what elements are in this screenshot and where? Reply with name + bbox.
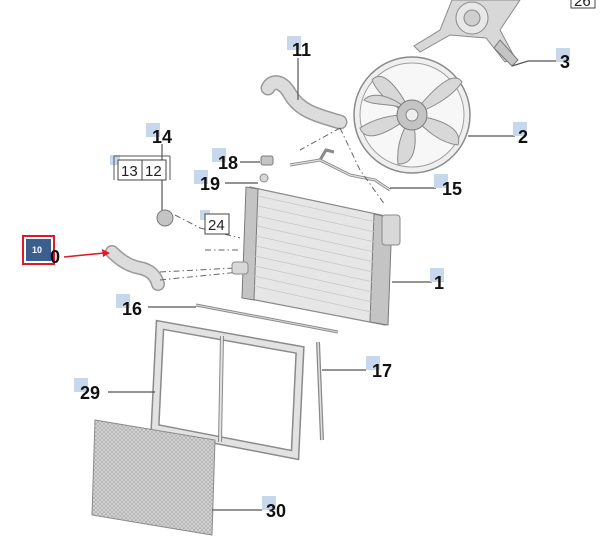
callout-1-label: 1 [434, 273, 444, 293]
callout-15-label: 15 [442, 179, 462, 199]
selection-arrow [63, 249, 110, 258]
callout-29[interactable]: 29 [74, 378, 100, 403]
clip-part-18 [260, 155, 274, 166]
callout-2-label: 2 [518, 127, 528, 147]
callout-12[interactable]: 12 [141, 159, 167, 181]
cap-part-14 [156, 209, 174, 227]
radiator-part-1 [231, 186, 401, 326]
callout-3-label: 3 [560, 52, 570, 72]
callout-24-label: 24 [208, 217, 225, 234]
callout-11-label: 11 [292, 40, 311, 60]
callout-14-label: 14 [152, 127, 172, 147]
callout-13-label: 13 [121, 163, 138, 180]
callout-26-label: 26 [574, 0, 591, 10]
callout-15[interactable]: 15 [434, 174, 462, 199]
grille-screen-part-30 [91, 419, 216, 536]
callout-19[interactable]: 19 [194, 170, 220, 194]
side-seal-part-17 [316, 341, 324, 441]
leader-lines [108, 58, 558, 511]
callout-30-label: 30 [266, 501, 286, 521]
callout-17-label: 17 [372, 361, 392, 381]
assembly-lines [159, 127, 386, 281]
callout-10-partial-text: 0 [50, 247, 60, 267]
callout-10-selected[interactable]: 10 0 [22, 235, 60, 267]
callout-24[interactable]: 24 [200, 210, 230, 235]
callout-18-label: 18 [218, 153, 238, 173]
callout-13[interactable]: 13 [117, 159, 143, 181]
callout-14[interactable]: 14 [146, 123, 172, 147]
callout-2[interactable]: 2 [513, 122, 528, 147]
overflow-pipe-part-15 [289, 148, 391, 192]
callout-16-label: 16 [122, 299, 142, 319]
callout-18[interactable]: 18 [212, 148, 238, 173]
seal-strip-part-16 [195, 303, 339, 334]
radiator-fan-part-2 [353, 56, 471, 174]
callout-10-label: 10 [32, 245, 42, 255]
callout-30[interactable]: 30 [262, 496, 286, 521]
callout-3[interactable]: 3 [556, 48, 570, 72]
callout-11[interactable]: 11 [287, 36, 311, 60]
callout-19-label: 19 [200, 174, 220, 194]
callout-1[interactable]: 1 [430, 268, 444, 293]
callout-26[interactable]: 26 [570, 0, 596, 10]
frame-part-29 [150, 319, 305, 461]
callout-16[interactable]: 16 [116, 294, 142, 319]
fan-bracket-part-3 [413, 0, 521, 67]
lower-hose-part-10 [105, 245, 165, 291]
clip-part-19 [259, 173, 269, 183]
callout-12-label: 12 [145, 163, 162, 180]
callout-29-label: 29 [80, 383, 100, 403]
upper-hose-part-11 [260, 75, 348, 130]
callout-13-12-group [110, 155, 171, 180]
callout-17[interactable]: 17 [366, 356, 392, 381]
